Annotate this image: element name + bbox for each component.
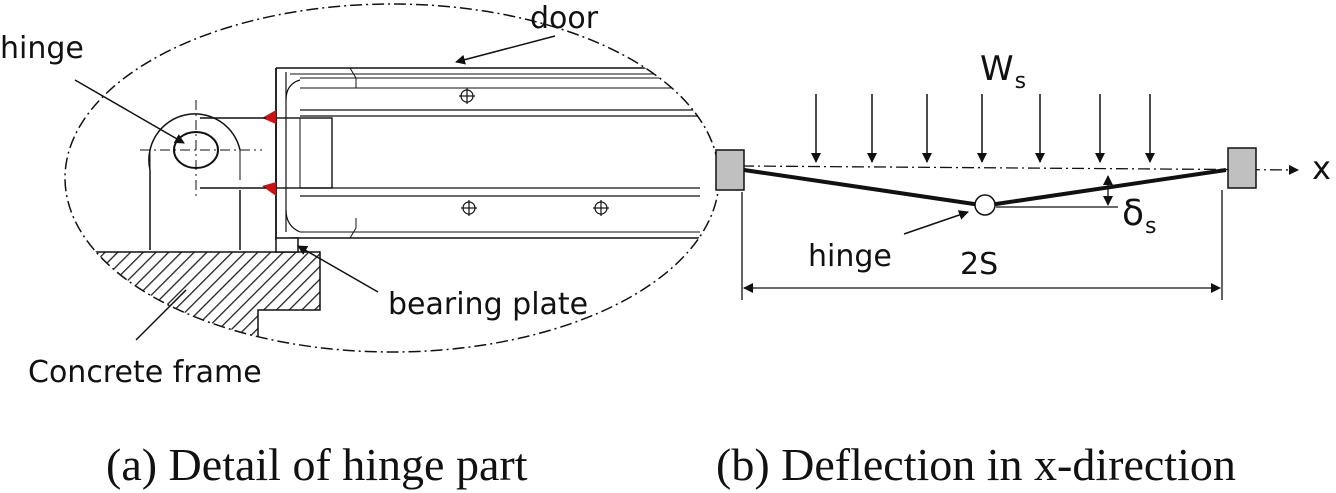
caption-b: (b) Deflection in x-direction	[716, 439, 1236, 490]
door-body	[276, 67, 700, 239]
panel-b-drawing	[715, 94, 1299, 300]
concrete-frame-label: Concrete frame	[28, 355, 262, 390]
door-frame	[275, 68, 333, 240]
door-label: door	[530, 1, 599, 36]
load-symbol: Ws	[980, 49, 1027, 94]
hinge-label-a: hinge	[0, 31, 84, 66]
span-dimension	[741, 190, 1223, 300]
bearing-plate-label: bearing plate	[388, 287, 589, 322]
weld-mark-top	[262, 110, 276, 124]
leader-lines	[74, 35, 556, 341]
weld-mark-bottom	[262, 182, 276, 196]
hinge-label-b: hinge	[808, 239, 892, 274]
hinge-assembly	[140, 100, 266, 250]
panel-a-drawing	[64, 3, 720, 353]
deflection-symbol: δs	[1122, 193, 1157, 239]
bolt-icons	[459, 88, 609, 216]
load-arrows	[811, 94, 1155, 163]
left-support	[715, 149, 745, 191]
x-axis-line	[741, 164, 1299, 175]
deflection-dimension	[996, 175, 1118, 208]
span-label: 2S	[960, 247, 999, 282]
x-axis-label: x	[1312, 149, 1331, 187]
right-support	[1227, 147, 1257, 189]
caption-a: (a) Detail of hinge part	[106, 439, 528, 490]
hinge-node	[974, 194, 996, 216]
hinge-leader	[903, 210, 969, 235]
bearing-plate-shape	[275, 237, 299, 253]
